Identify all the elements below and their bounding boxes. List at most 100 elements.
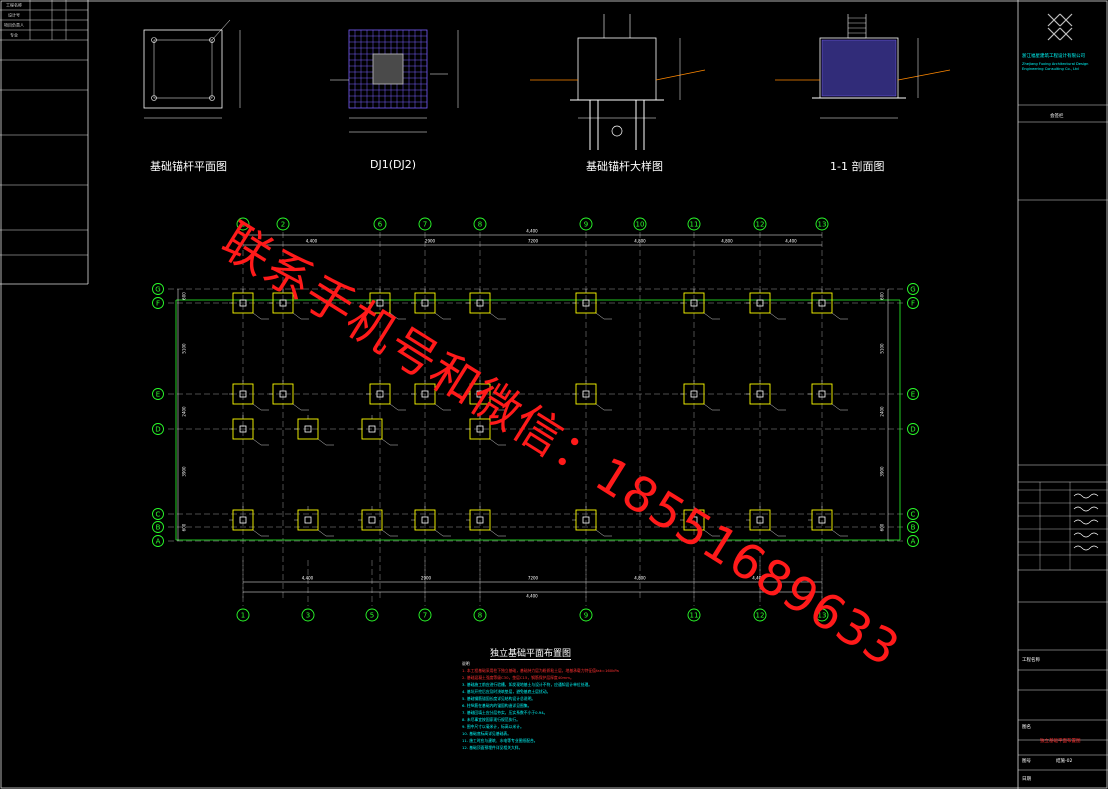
axis-bubble-right bbox=[907, 297, 919, 309]
axis-label-right: A bbox=[911, 538, 916, 546]
footing-leader bbox=[769, 312, 779, 320]
axis-bubble-left bbox=[152, 508, 164, 520]
column-section bbox=[582, 299, 590, 307]
note-line: 2. 基础混凝土强度等级C30，垫层C15，钢筋保护层厚度40mm。 bbox=[462, 675, 574, 680]
dim-text-top: 4,400 bbox=[785, 239, 797, 244]
column-section bbox=[476, 425, 484, 433]
anchor-bolt bbox=[151, 37, 157, 43]
footing-leader bbox=[389, 312, 399, 320]
column-section bbox=[239, 299, 247, 307]
axis-bubble-top bbox=[473, 217, 487, 231]
note-line: 3. 基础施工前应进行验槽，如发现地基土与设计不符，应通知设计单位处理。 bbox=[462, 682, 593, 687]
column-section bbox=[239, 425, 247, 433]
axis-label-top: 7 bbox=[423, 221, 427, 229]
column-section bbox=[368, 425, 376, 433]
footing-leader bbox=[831, 312, 841, 320]
axis-bubble-bottom bbox=[815, 608, 829, 622]
note-line: 5. 基础钢筋锚固长度详见结构设计总说明。 bbox=[462, 696, 536, 701]
footing-leader bbox=[381, 438, 391, 446]
axis-bubble-right bbox=[907, 521, 919, 533]
axis-label-top: 1 bbox=[241, 221, 245, 229]
notes-heading: 说明 bbox=[462, 661, 470, 666]
anchor-bolt bbox=[209, 37, 215, 43]
note-line: 1. 本工程基础采用柱下独立基础，基础持力层为粉质粘土层，地基承载力特征值fak… bbox=[462, 668, 619, 673]
left-strip-label: 专业 bbox=[10, 32, 18, 38]
ground-line bbox=[655, 69, 706, 81]
axis-bubble-left bbox=[152, 283, 164, 295]
dim-text-bottom: 4,400 bbox=[302, 576, 314, 581]
axis-bubble-top bbox=[236, 217, 250, 231]
footing-leader bbox=[317, 529, 327, 537]
axis-label-top: 10 bbox=[636, 221, 645, 229]
note-line: 9. 图中尺寸以毫米计，标高以米计。 bbox=[462, 724, 524, 729]
axis-label-top: 13 bbox=[818, 221, 827, 229]
axis-bubble-left bbox=[152, 521, 164, 533]
signature-mark bbox=[1073, 506, 1099, 512]
anchor-bolt bbox=[151, 95, 157, 101]
leader-line bbox=[211, 19, 231, 41]
axis-bubble-top bbox=[633, 217, 647, 231]
axis-bubble-right bbox=[907, 283, 919, 295]
column-section bbox=[818, 516, 826, 524]
dim-text-bottom-total: 4,400 bbox=[526, 594, 538, 599]
footing-leader bbox=[703, 529, 713, 537]
column-section bbox=[756, 390, 764, 398]
footing-section bbox=[577, 37, 657, 101]
dim-text-right: 600 bbox=[880, 523, 885, 531]
logo-stroke bbox=[1047, 27, 1061, 41]
column-section bbox=[239, 390, 247, 398]
sheet-label: 图号 bbox=[1022, 759, 1031, 764]
axis-label-bottom: 12 bbox=[756, 612, 765, 620]
axis-label-bottom: 9 bbox=[584, 612, 588, 620]
axis-bubble-bottom bbox=[418, 608, 432, 622]
detail1-outline bbox=[143, 29, 223, 109]
axis-label-right: E bbox=[911, 391, 915, 399]
axis-label-right: G bbox=[910, 286, 915, 294]
axis-label-bottom: 11 bbox=[690, 612, 699, 620]
footing-leader bbox=[381, 529, 391, 537]
dim-text-top: 4,800 bbox=[721, 239, 733, 244]
axis-label-top: 6 bbox=[378, 221, 383, 229]
column-section bbox=[421, 299, 429, 307]
column-section bbox=[304, 425, 312, 433]
axis-bubble-left bbox=[152, 535, 164, 547]
company-name-en: Zhejiang Fuxing Architectural Design Eng… bbox=[1022, 62, 1089, 71]
dim-text-right: 5100 bbox=[880, 343, 885, 354]
axis-label-bottom: 3 bbox=[306, 612, 310, 620]
column-section bbox=[582, 516, 590, 524]
sign-label: 会签栏 bbox=[1050, 114, 1064, 119]
column-section bbox=[690, 516, 698, 524]
footing-leader bbox=[489, 438, 499, 446]
axis-bubble-right bbox=[907, 423, 919, 435]
axis-label-top: 8 bbox=[478, 221, 482, 229]
axis-bubble-top bbox=[753, 217, 767, 231]
column-section bbox=[756, 516, 764, 524]
column-section bbox=[756, 299, 764, 307]
note-line: 7. 基础回填土应分层夯实，压实系数不小于0.94。 bbox=[462, 710, 548, 715]
footing-leader bbox=[252, 312, 262, 320]
note-line: 12. 基础顶面预埋件详见相关大样。 bbox=[462, 745, 523, 750]
logo-stroke bbox=[1059, 13, 1073, 27]
axis-label-bottom: 5 bbox=[370, 612, 374, 620]
dim-text-bottom: 2900 bbox=[421, 576, 432, 581]
footing-leader bbox=[703, 403, 713, 411]
axis-bubble-left bbox=[152, 388, 164, 400]
section-bubble bbox=[611, 125, 623, 137]
detail-title-2: DJ1(DJ2) bbox=[370, 158, 417, 171]
column-section bbox=[476, 516, 484, 524]
footing-leader bbox=[292, 312, 302, 320]
dim-text-left: 2400 bbox=[182, 406, 187, 417]
dim-text-left: 600 bbox=[182, 292, 187, 300]
dim-text-top: 2900 bbox=[425, 239, 436, 244]
left-strip-label: 项目负责人 bbox=[4, 22, 24, 28]
notes-block: 说明 1. 本工程基础采用柱下独立基础，基础持力层为粉质粘土层，地基承载力特征值… bbox=[462, 660, 619, 751]
note-line: 4. 基坑开挖后应及时浇筑垫层，避免基底土层扰动。 bbox=[462, 689, 551, 694]
column-section bbox=[376, 390, 384, 398]
axis-bubble-left bbox=[152, 297, 164, 309]
dim-text-left: 5100 bbox=[182, 343, 187, 354]
signature-mark bbox=[1073, 519, 1099, 525]
axis-label-top: 2 bbox=[281, 221, 285, 229]
axis-bubble-top bbox=[418, 217, 432, 231]
